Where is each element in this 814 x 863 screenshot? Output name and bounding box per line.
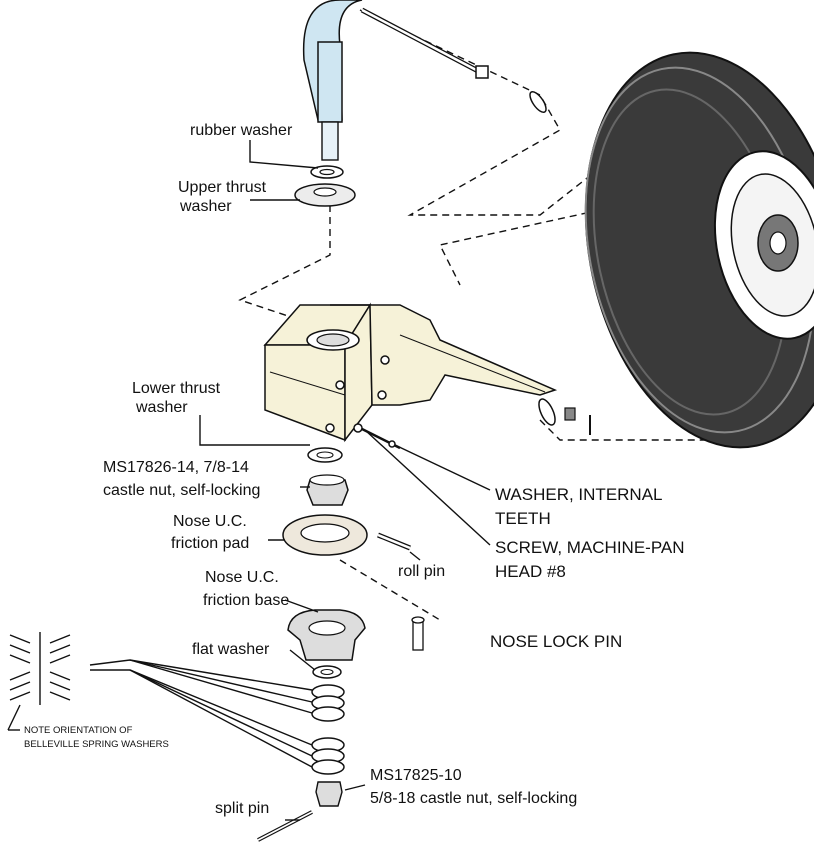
label-flat-washer: flat washer [192,641,270,658]
label-castle-nut-lower-2: 5/8-18 castle nut, self-locking [370,790,577,807]
labels: rubber washer Upper thrust washer Lower … [24,122,685,817]
nose-wheel [584,51,814,449]
label-friction-pad-1: Nose U.C. [173,513,247,530]
rubber-washer [310,165,344,179]
label-lower-thrust-1: Lower thrust [132,380,221,397]
steering-rod [360,7,547,113]
label-nose-lock-pin: NOSE LOCK PIN [490,632,622,651]
leader-lines [89,140,491,821]
label-friction-base-2: friction base [203,592,289,609]
rod-washer [529,91,547,113]
label-roll-pin: roll pin [398,563,445,580]
upper-castle-nut [306,474,349,506]
friction-pad [282,514,368,556]
nose-lock-pin [411,616,425,651]
friction-base [287,609,366,661]
roll-pin [377,532,411,551]
label-screw-2: HEAD #8 [495,562,566,581]
label-castle-nut-upper-2: castle nut, self-locking [103,482,260,499]
lower-thrust-washer [307,447,343,463]
label-upper-thrust-2: washer [179,198,232,215]
belleville-washer-stack-upper [311,684,345,722]
label-friction-pad-2: friction pad [171,535,249,552]
axle-washer [538,398,591,435]
label-washer-internal-1: WASHER, INTERNAL [495,485,663,504]
flat-washer [312,665,342,679]
nose-fork [263,302,558,443]
upper-thrust-washer [294,183,356,207]
pan-head-screw [353,423,401,450]
label-castle-nut-upper-1: MS17826-14, 7/8-14 [103,459,249,476]
nose-strut [302,0,363,161]
label-upper-thrust-1: Upper thrust [178,179,267,196]
belleville-washer-stack-lower [311,737,345,775]
label-screw-1: SCREW, MACHINE-PAN [495,538,685,557]
label-split-pin: split pin [215,800,269,817]
label-rubber-washer: rubber washer [190,122,293,139]
label-castle-nut-lower-1: MS17825-10 [370,767,462,784]
split-pin [257,810,313,842]
label-friction-base-1: Nose U.C. [205,569,279,586]
label-washer-internal-2: TEETH [495,509,551,528]
belleville-orientation-icon [7,632,71,731]
lower-castle-nut [315,781,343,807]
label-note-2: BELLEVILLE SPRING WASHERS [24,739,169,750]
label-note-1: NOTE ORIENTATION OF [24,725,133,736]
label-lower-thrust-2: washer [135,399,188,416]
